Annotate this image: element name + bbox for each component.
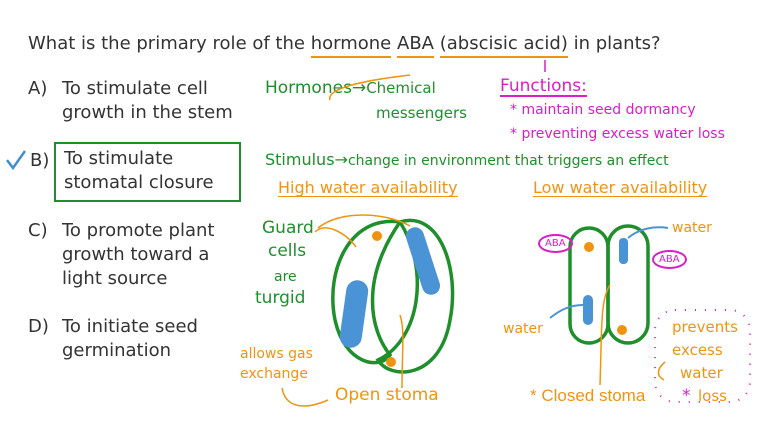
gas-exchange-note: exchange [240, 366, 308, 382]
hormones-note: Hormones→Chemical [265, 80, 436, 97]
guard-cells-label: cells [268, 241, 307, 261]
question-suffix: in plants? [573, 33, 661, 54]
option-text: To initiate seed [62, 316, 198, 337]
option-text: To stimulate [64, 148, 174, 169]
low-water-title: Low water availability [533, 178, 708, 197]
option-letter: B) [30, 150, 50, 171]
open-stoma-label: Open stoma [335, 385, 439, 405]
arrow-icon [329, 74, 411, 101]
hormones-definition-2: messengers [376, 104, 467, 122]
guard-cells-label: Guard [262, 218, 314, 238]
option-text: To stimulate cell [62, 78, 208, 99]
closed-stoma-label: * Closed stoma [530, 386, 646, 405]
question: What is the primary role of the hormone … [28, 33, 661, 58]
aba-badge: ABA [538, 234, 573, 253]
selected-answer-box [54, 142, 241, 202]
stimulus-definition: change in environment that triggers an e… [347, 153, 669, 169]
gas-exchange-note: allows gas [240, 346, 313, 362]
guard-cells-label: turgid [255, 288, 306, 308]
question-abscisic: (abscisic acid) [439, 33, 568, 58]
option-text: stomatal closure [64, 172, 214, 193]
question-text: What is the primary role of the [28, 33, 305, 54]
option-text: growth toward a [62, 244, 210, 265]
arrow-icon: → [334, 150, 348, 169]
closed-stoma-drawing [549, 224, 751, 403]
open-stoma-drawing [281, 214, 455, 407]
function-item: * maintain seed dormancy [510, 102, 696, 118]
option-letter: D) [28, 316, 49, 337]
hormones-label: Hormones [265, 78, 352, 98]
water-label: water [672, 220, 712, 236]
function-item: * preventing excess water loss [510, 126, 725, 142]
question-hormone: hormone [310, 33, 392, 58]
asterisk-icon: * [682, 386, 691, 406]
check-icon [6, 150, 27, 171]
guard-cells-label: are [274, 269, 297, 285]
option-text: To promote plant [62, 220, 215, 241]
aba-badge: ABA [652, 250, 687, 269]
hormones-definition: Chemical [366, 79, 436, 97]
option-text: growth in the stem [62, 102, 233, 123]
option-letter: C) [28, 220, 48, 241]
prevents-note: excess [672, 341, 723, 359]
functions-title: Functions: [500, 76, 587, 97]
option-text: germination [62, 340, 172, 361]
option-text: light source [62, 268, 168, 289]
stimulus-note: Stimulus→change in environment that trig… [265, 150, 669, 169]
prevents-note: loss [698, 387, 727, 405]
stimulus-label: Stimulus [265, 150, 335, 169]
question-aba: ABA [397, 33, 434, 58]
prevents-note: water [680, 364, 723, 382]
prevents-note: prevents [672, 318, 738, 336]
high-water-title: High water availability [278, 178, 458, 197]
water-label: water [503, 321, 543, 337]
option-letter: A) [28, 78, 48, 99]
